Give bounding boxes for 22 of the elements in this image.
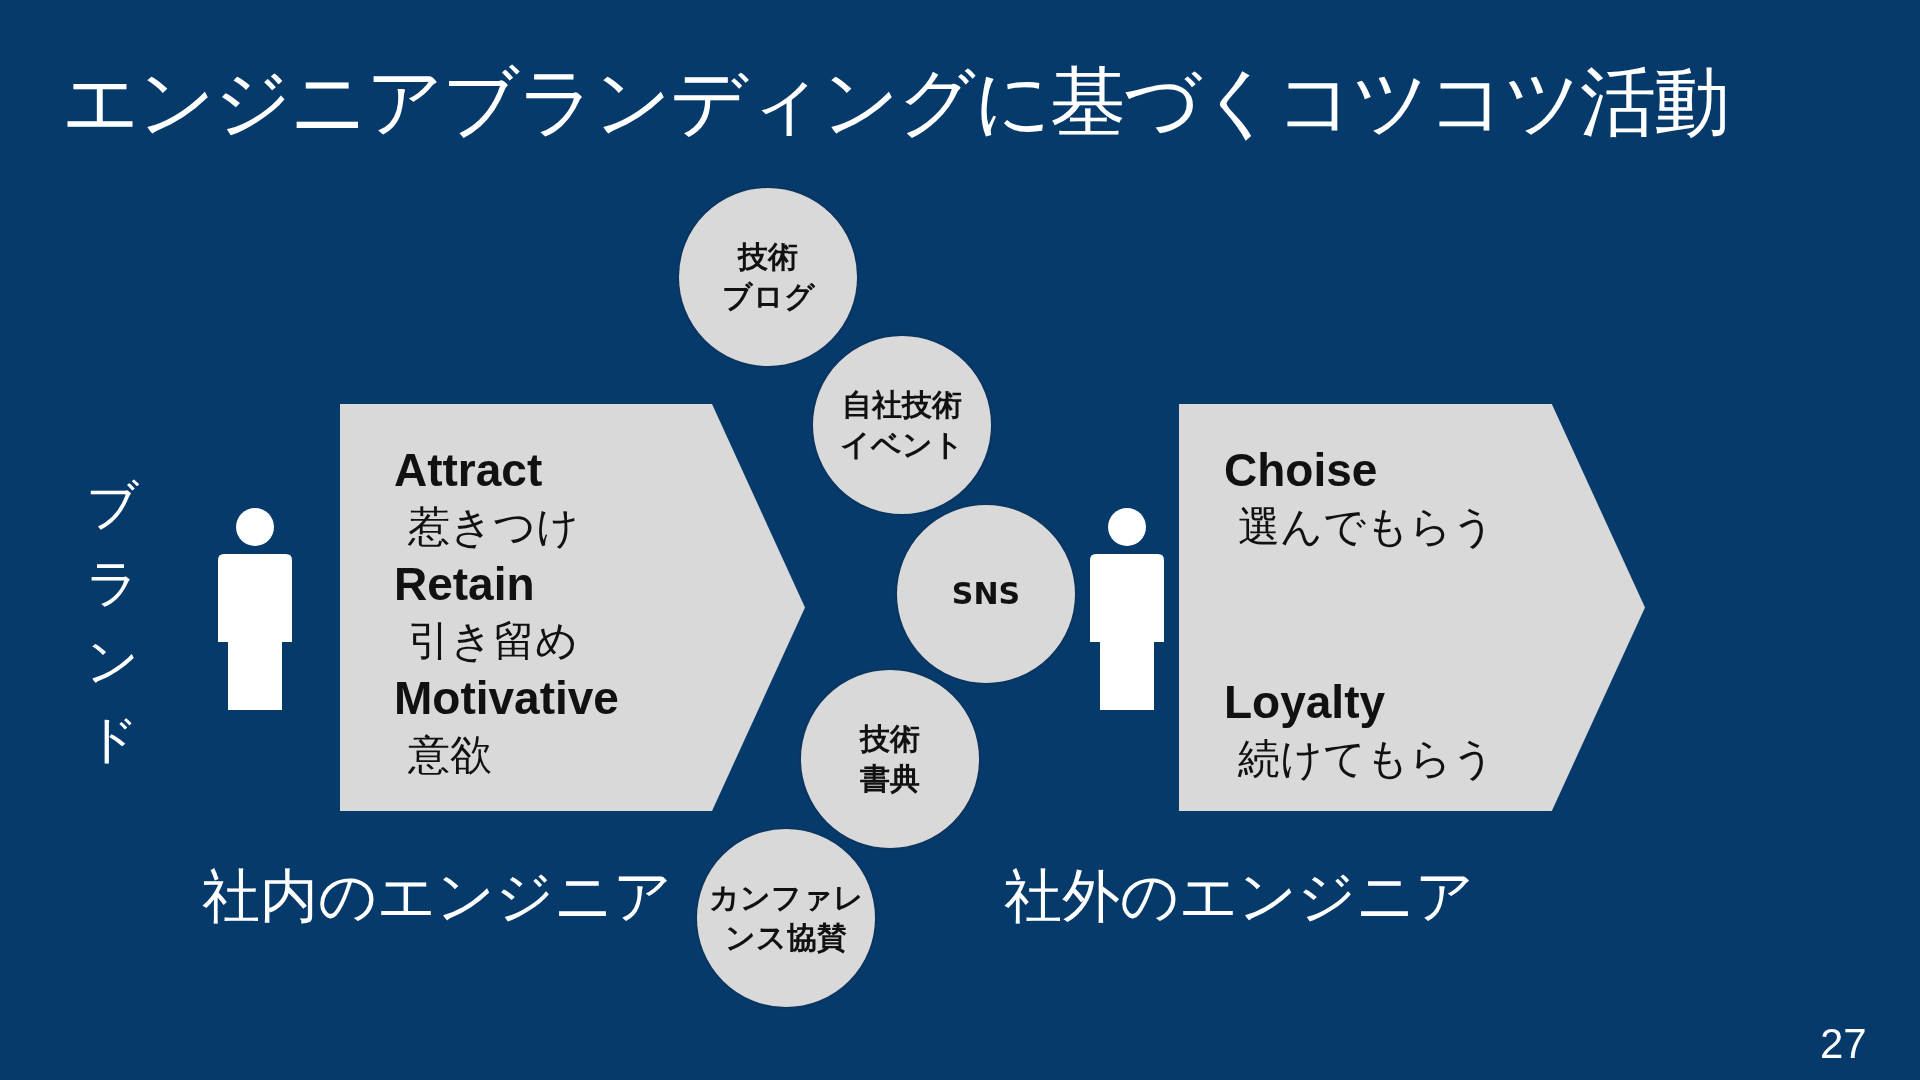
heading-text: Choise: [1224, 443, 1378, 498]
circle-label: 技術ブログ: [720, 238, 816, 316]
description-text: 続けてもらう: [1237, 733, 1495, 785]
slide-title: エンジニアブランディングに基づくコツコツ活動: [62, 56, 1728, 148]
group-label: 社内のエンジニア: [202, 861, 672, 932]
circle-label: 自社技術イベント: [839, 386, 965, 464]
description-text: 引き留め: [407, 615, 578, 667]
vertical-label: ブランド: [85, 474, 141, 771]
circle-label: カンファレンス協賛: [707, 879, 865, 957]
circle-label: SNS: [950, 575, 1022, 613]
heading-text: Attract: [394, 443, 543, 498]
description-text: 惹きつけ: [407, 501, 579, 553]
description-text: 選んでもらう: [1237, 501, 1495, 553]
page-number: 27: [1820, 1020, 1867, 1068]
circle-label: 技術書典: [858, 720, 921, 798]
description-text: 意欲: [407, 729, 492, 781]
group-label: 社外のエンジニア: [1004, 861, 1474, 932]
heading-text: Loyalty: [1224, 675, 1386, 730]
chevron-shape: [340, 404, 805, 811]
heading-text: Retain: [394, 557, 535, 612]
heading-text: Motivative: [394, 671, 619, 726]
chevron-shape: [1179, 404, 1645, 811]
